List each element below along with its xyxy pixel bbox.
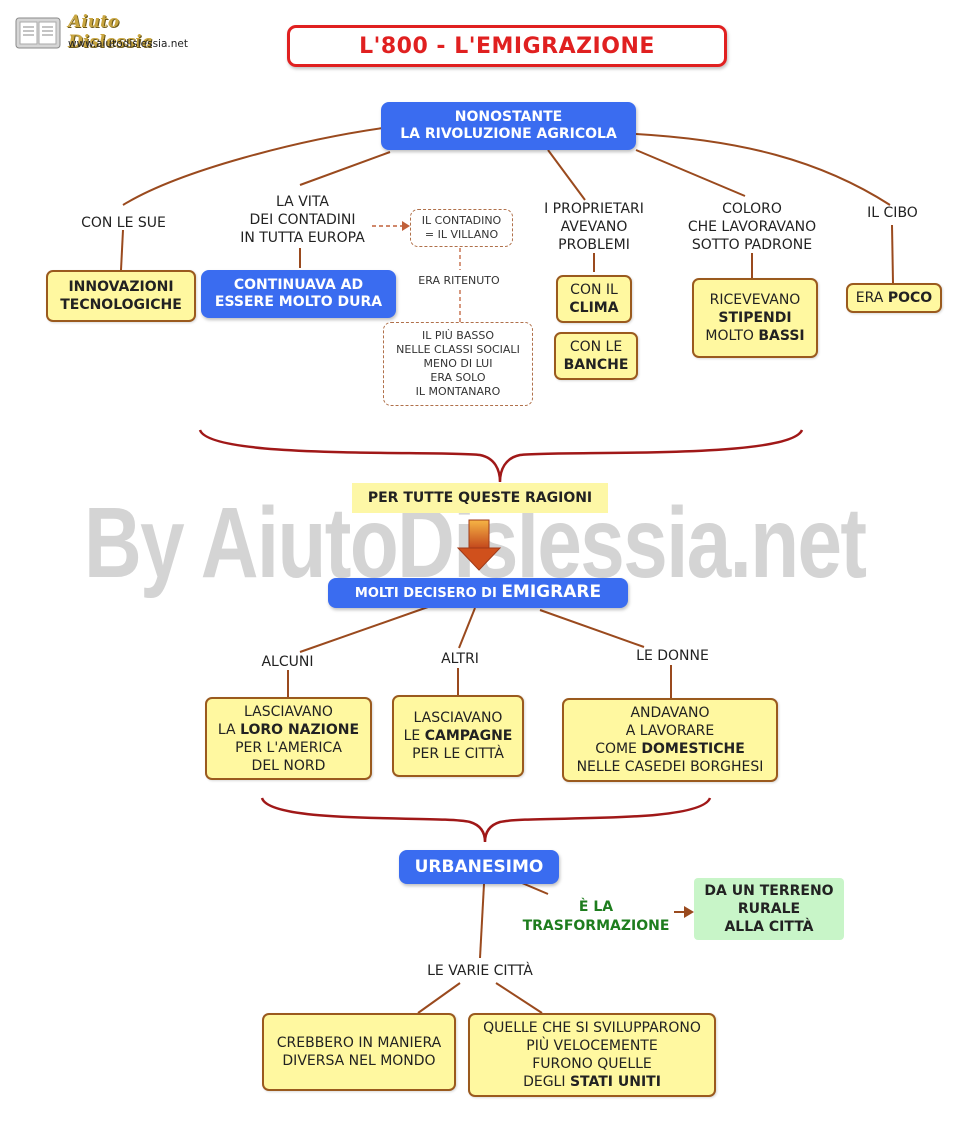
line-urbanesimo-varie	[479, 883, 485, 959]
box-continuava-text: CONTINUAVA AD ESSERE MOLTO DURA	[214, 277, 383, 310]
line-cibo-poco	[891, 224, 894, 284]
box-stati-uniti-4: DEGLI	[523, 1074, 566, 1090]
logo-name: Aiuto Dislessia	[68, 12, 153, 52]
label-era-ritenuto: ERA RITENUTO	[418, 274, 500, 287]
box-stati-uniti-bold: STATI UNITI	[569, 1074, 661, 1090]
box-loro-nazione-b: LA	[217, 721, 236, 738]
box-crebbero: CREBBERO IN MANIERA DIVERSA NEL MONDO	[262, 1013, 456, 1091]
box-campagne-c: PER LE CITTÀ	[412, 746, 504, 762]
box-il-piu-basso-text: IL PIÙ BASSO NELLE CLASSI SOCIALI MENO D…	[396, 329, 520, 398]
box-campagne-a: LASCIAVANO	[413, 710, 503, 726]
box-terreno-text: DA UN TERRENO RURALE ALLA CITTÀ	[704, 883, 834, 935]
box-era-poco: ERA POCO	[846, 283, 942, 313]
label-varie-citta: LE VARIE CITTÀ	[427, 963, 533, 979]
box-innovazioni-text: INNOVAZIONI TECNOLOGICHE	[60, 279, 182, 313]
box-ricevevano-1: RICEVEVANO	[709, 292, 801, 308]
box-ragioni: PER TUTTE QUESTE RAGIONI	[352, 483, 608, 513]
box-continuava: CONTINUAVA AD ESSERE MOLTO DURA	[201, 270, 396, 318]
box-clima-pre: CON IL	[570, 282, 618, 298]
box-loro-nazione-c: PER L'AMERICA	[235, 739, 342, 756]
box-emigrare: MOLTI DECISERO DI EMIGRARE	[328, 578, 628, 608]
page-title-text: L'800 - L'EMIGRAZIONE	[359, 33, 655, 59]
line-emigrare-donne	[539, 609, 645, 648]
box-ricevevano-2: MOLTO	[705, 328, 754, 344]
box-domestiche-d: NELLE CASEDEI BORGHESI	[576, 759, 764, 775]
box-clima: CON IL CLIMA	[556, 275, 632, 323]
box-domestiche-a: ANDAVANO	[630, 705, 710, 721]
root-node: NONOSTANTE LA RIVOLUZIONE AGRICOLA	[381, 102, 636, 150]
box-il-contadino-text: IL CONTADINO = IL VILLANO	[421, 214, 502, 241]
box-ragioni-text: PER TUTTE QUESTE RAGIONI	[367, 490, 593, 506]
brace-top	[198, 429, 804, 483]
line-emigrare-alcuni	[299, 606, 429, 653]
box-loro-nazione-d: DEL NORD	[251, 757, 326, 774]
line-root-consue	[122, 127, 384, 206]
line-emigrare-altri	[458, 607, 476, 649]
box-domestiche-b: A LAVORARE	[625, 723, 715, 739]
box-era-poco-pre: ERA	[855, 290, 884, 306]
box-terreno: DA UN TERRENO RURALE ALLA CITTÀ	[694, 878, 844, 940]
box-clima-bold: CLIMA	[569, 300, 619, 316]
box-domestiche: ANDAVANO A LAVORARE COME DOMESTICHE NELL…	[562, 698, 778, 782]
arrowhead-contadino	[402, 221, 410, 231]
box-stati-uniti-3: FURONO QUELLE	[532, 1056, 652, 1072]
box-campagne-b: LE	[403, 728, 421, 744]
box-domestiche-c: COME	[595, 741, 637, 757]
line-root-cibo	[635, 133, 891, 206]
logo: Aiuto Dislessia www.aiutodislessia.net	[14, 12, 204, 56]
arrowhead-terreno	[684, 906, 694, 918]
down-arrow-icon	[456, 519, 502, 571]
label-con-le-sue: CON LE SUE	[81, 215, 166, 231]
box-emigrare-pre: MOLTI DECISERO DI	[354, 586, 497, 601]
box-banche: CON LE BANCHE	[554, 332, 638, 380]
box-ricevevano-bold1: STIPENDI	[718, 310, 792, 326]
logo-book-icon	[15, 17, 61, 49]
box-loro-nazione: LASCIAVANO LA LORO NAZIONE PER L'AMERICA…	[205, 697, 372, 780]
label-la-vita: LA VITA DEI CONTADINI IN TUTTA EUROPA	[240, 194, 365, 246]
box-il-contadino: IL CONTADINO = IL VILLANO	[410, 209, 513, 247]
box-ricevevano-bold2: BASSI	[758, 328, 805, 344]
box-emigrare-bold: EMIGRARE	[501, 582, 602, 602]
box-crebbero-text: CREBBERO IN MANIERA DIVERSA NEL MONDO	[276, 1035, 442, 1069]
label-le-donne: LE DONNE	[636, 648, 709, 664]
box-domestiche-bold: DOMESTICHE	[641, 741, 745, 757]
box-stati-uniti-1: QUELLE CHE SI SVILUPPARONO	[483, 1020, 701, 1036]
box-innovazioni: INNOVAZIONI TECNOLOGICHE	[46, 270, 196, 322]
label-altri: ALTRI	[441, 651, 479, 667]
box-banche-bold: BANCHE	[563, 357, 629, 373]
logo-url: www.aiutodislessia.net	[68, 38, 188, 50]
box-loro-nazione-a: LASCIAVANO	[244, 703, 333, 720]
box-loro-nazione-bold: LORO NAZIONE	[240, 721, 360, 738]
box-campagne-bold: CAMPAGNE	[424, 728, 513, 744]
box-era-poco-bold: POCO	[887, 290, 933, 306]
page-title: L'800 - L'EMIGRAZIONE	[287, 25, 727, 67]
line-consue-innovazioni	[120, 229, 124, 271]
line-root-proprietari	[547, 149, 586, 201]
box-ricevevano: RICEVEVANO STIPENDI MOLTO BASSI	[692, 278, 818, 358]
box-stati-uniti: QUELLE CHE SI SVILUPPARONO PIÙ VELOCEMEN…	[468, 1013, 716, 1097]
label-il-cibo: IL CIBO	[867, 205, 918, 221]
box-stati-uniti-2: PIÙ VELOCEMENTE	[526, 1038, 658, 1054]
box-il-piu-basso: IL PIÙ BASSO NELLE CLASSI SOCIALI MENO D…	[383, 322, 533, 406]
box-urbanesimo-text: URBANESIMO	[414, 856, 544, 877]
line-root-coloro	[635, 149, 746, 197]
label-coloro: COLORO CHE LAVORAVANO SOTTO PADRONE	[687, 201, 817, 253]
box-urbanesimo: URBANESIMO	[399, 850, 559, 884]
label-proprietari: I PROPRIETARI AVEVANO PROBLEMI	[544, 201, 644, 253]
box-banche-pre: CON LE	[569, 339, 623, 355]
line-varie-quelle	[495, 982, 543, 1014]
brace-bottom	[260, 797, 712, 843]
label-alcuni: ALCUNI	[261, 654, 314, 670]
line-root-vita	[299, 151, 391, 186]
label-trasformazione: È LA TRASFORMAZIONE	[522, 899, 670, 934]
box-campagne: LASCIAVANO LE CAMPAGNE PER LE CITTÀ	[392, 695, 524, 777]
root-node-text: NONOSTANTE LA RIVOLUZIONE AGRICOLA	[400, 109, 617, 142]
line-urbanesimo-trasf	[521, 882, 549, 895]
line-varie-crebbero	[417, 982, 461, 1014]
